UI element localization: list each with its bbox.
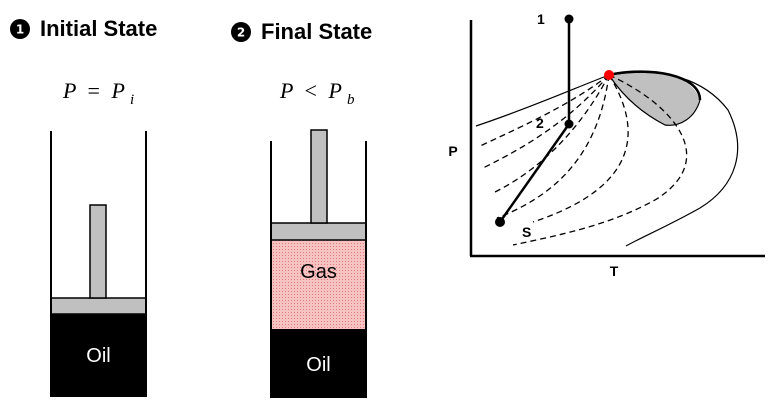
eq2-op: < (305, 78, 317, 103)
eq1-sub: i (130, 92, 134, 108)
eq1-rhs: P (110, 78, 124, 103)
quality-line-6 (512, 74, 688, 246)
eq2-sub: b (347, 92, 355, 108)
eq2-lhs: P (279, 78, 293, 103)
state2-header: 2 Final State (231, 19, 372, 44)
quality-line-4 (496, 74, 610, 219)
oil-region-initial (51, 314, 146, 397)
state1-title: Initial State (40, 16, 157, 41)
step-number-badge-1 (10, 19, 30, 39)
point-s-label: S (522, 224, 531, 240)
state2-title: Final State (261, 19, 372, 44)
quality-line-3 (492, 74, 610, 194)
critical-point-marker (604, 70, 614, 80)
point-s-marker (495, 217, 505, 227)
piston-plate-final (270, 222, 367, 241)
bubble-point-curve (475, 74, 610, 127)
eq2-rhs: P (327, 78, 341, 103)
step-number-badge-2 (231, 22, 251, 42)
state2-equation: P < P b (279, 78, 355, 108)
piston-rod-initial (89, 204, 107, 299)
separator-path (498, 123, 571, 223)
point-2-label: 2 (536, 115, 544, 131)
state1-equation: P = P i (62, 78, 134, 108)
quality-lines (477, 74, 688, 246)
point-1-marker (564, 14, 574, 24)
oil-label-initial: Oil (86, 345, 110, 367)
step-number-1: 1 (16, 23, 24, 37)
eq1-lhs: P (62, 78, 76, 103)
piston-rod-final (310, 129, 328, 224)
shaded-region-boundary (608, 74, 701, 126)
cylinder-final: Gas Oil (270, 129, 367, 398)
oil-region-final (271, 329, 366, 398)
point-1-label: 1 (537, 11, 545, 27)
phase-diagram: P T 1 2 S (448, 11, 765, 279)
oil-label-final: Oil (306, 354, 330, 376)
y-axis-label: P (448, 143, 457, 159)
dew-point-curve-bold (608, 70, 702, 101)
gas-region-final (271, 240, 366, 329)
quality-line-1 (477, 74, 610, 148)
gas-label-final: Gas (300, 261, 337, 283)
quality-line-5 (532, 74, 629, 223)
point-2-marker (564, 119, 574, 129)
state1-header: 1 Initial State (10, 16, 157, 41)
cylinder-initial: Oil (50, 131, 147, 397)
shaded-two-phase-region (609, 71, 700, 126)
piston-plate-initial (50, 297, 147, 315)
x-axis-label: T (610, 263, 619, 279)
quality-line-2 (482, 74, 610, 169)
eq1-op: = (88, 78, 100, 103)
step-number-2: 2 (237, 26, 245, 40)
